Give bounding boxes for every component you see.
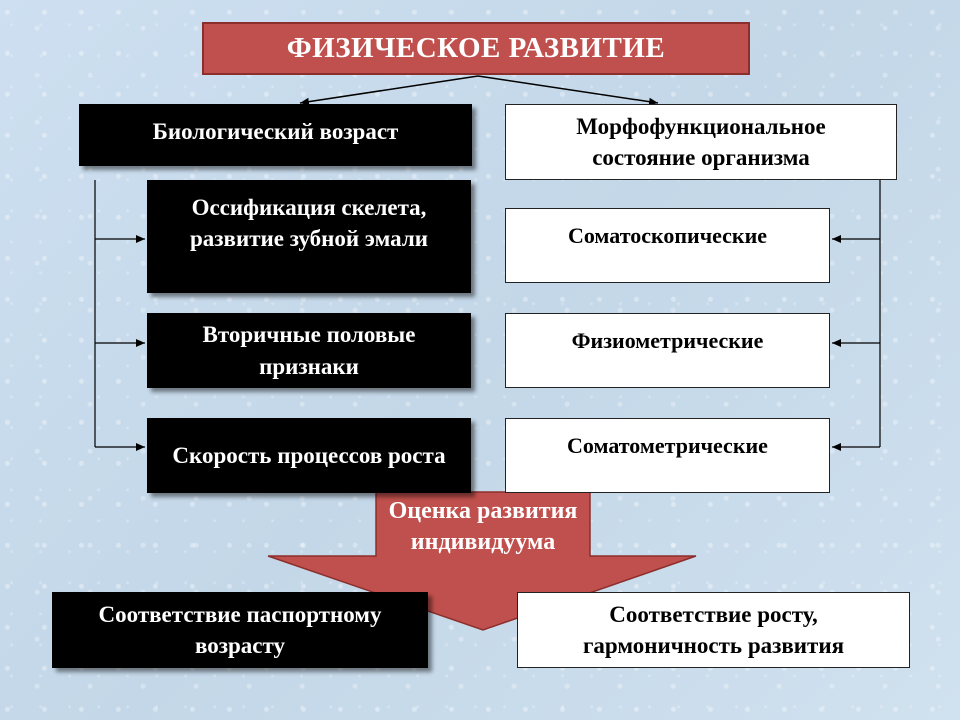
left-item-growth-rate: Скорость процессов роста xyxy=(147,418,471,493)
morphofunctional-header: Морфофункциональное состояние организма xyxy=(505,104,897,180)
left-item-ossification: Оссификация скелета, развитие зубной эма… xyxy=(147,180,471,293)
right-item-somatoscopic: Соматоскопические xyxy=(505,208,830,283)
title-to-left-arrow xyxy=(299,75,479,106)
right-item-physiometric: Физиометрические xyxy=(505,313,830,388)
title-to-right-arrow xyxy=(477,75,659,106)
biological-age-header: Биологический возраст xyxy=(79,104,472,166)
bottom-right-growth-harmony: Соответствие росту, гармоничность развит… xyxy=(517,592,910,668)
left-item-secondary-sex: Вторичные половые признаки xyxy=(147,313,471,388)
evaluation-arrow-label: Оценка развития индивидуума xyxy=(388,498,578,556)
page-title: ФИЗИЧЕСКОЕ РАЗВИТИЕ xyxy=(202,22,750,75)
bottom-left-passport-age: Соответствие паспортному возрасту xyxy=(52,592,428,668)
right-item-somatometric: Соматометрические xyxy=(505,418,830,493)
